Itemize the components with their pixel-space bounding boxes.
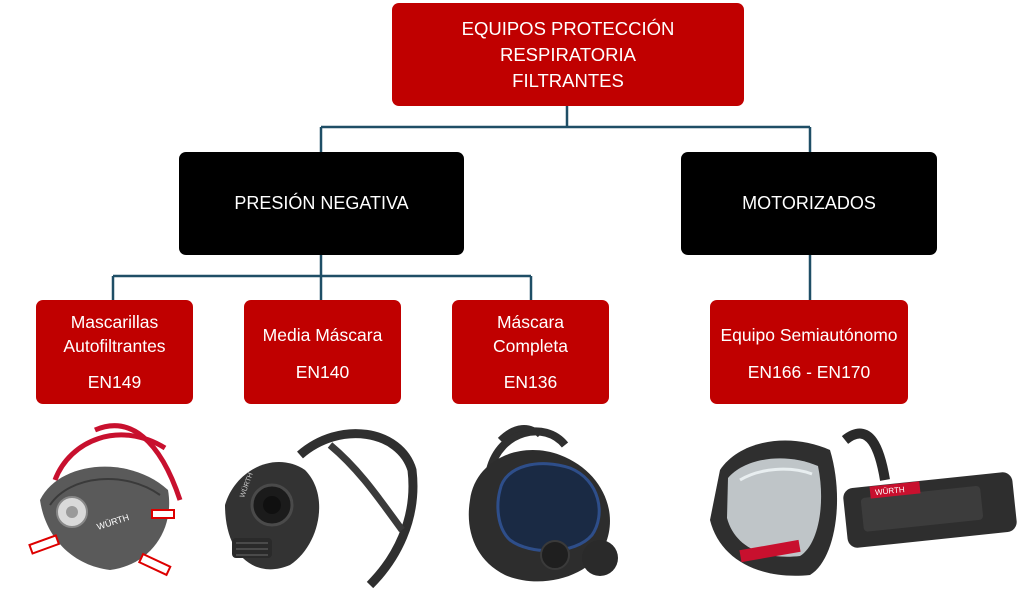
item-powered-unit: Equipo Semiautónomo EN166 - EN170 bbox=[710, 300, 908, 404]
full-face-mask-image bbox=[468, 425, 618, 582]
item-standard: EN140 bbox=[295, 362, 350, 382]
category-label: PRESIÓN NEGATIVA bbox=[234, 193, 409, 213]
item-line1: Equipo Semiautónomo bbox=[720, 325, 898, 345]
root-node: EQUIPOS PROTECCIÓN RESPIRATORIA FILTRANT… bbox=[392, 3, 744, 106]
item-full-mask: Máscara Completa EN136 bbox=[452, 300, 609, 404]
category-negative-pressure: PRESIÓN NEGATIVA bbox=[179, 152, 464, 255]
item-line1: Máscara bbox=[496, 312, 565, 332]
item-standard: EN136 bbox=[503, 372, 558, 392]
category-powered: MOTORIZADOS bbox=[681, 152, 937, 255]
item-disposable-masks: Mascarillas Autofiltrantes EN149 bbox=[36, 300, 193, 404]
item-standard: EN149 bbox=[87, 372, 142, 392]
item-line2: Completa bbox=[493, 336, 568, 356]
item-line1: Media Máscara bbox=[262, 325, 383, 345]
item-line1: Mascarillas bbox=[70, 312, 159, 332]
item-standard: EN166 - EN170 bbox=[747, 362, 871, 382]
half-mask-image: WÜRTH bbox=[225, 429, 418, 589]
root-title-line1: EQUIPOS PROTECCIÓN RESPIRATORIA bbox=[461, 17, 675, 65]
powered-respirator-image: WÜRTH bbox=[710, 428, 1017, 576]
root-title-line2: FILTRANTES bbox=[512, 69, 624, 91]
item-half-mask: Media Máscara EN140 bbox=[244, 300, 401, 404]
disposable-mask-image: WÜRTH bbox=[28, 423, 183, 577]
powered-unit-brand-text: WÜRTH bbox=[875, 485, 906, 497]
category-label: MOTORIZADOS bbox=[742, 193, 876, 213]
item-line2: Autofiltrantes bbox=[63, 336, 166, 356]
